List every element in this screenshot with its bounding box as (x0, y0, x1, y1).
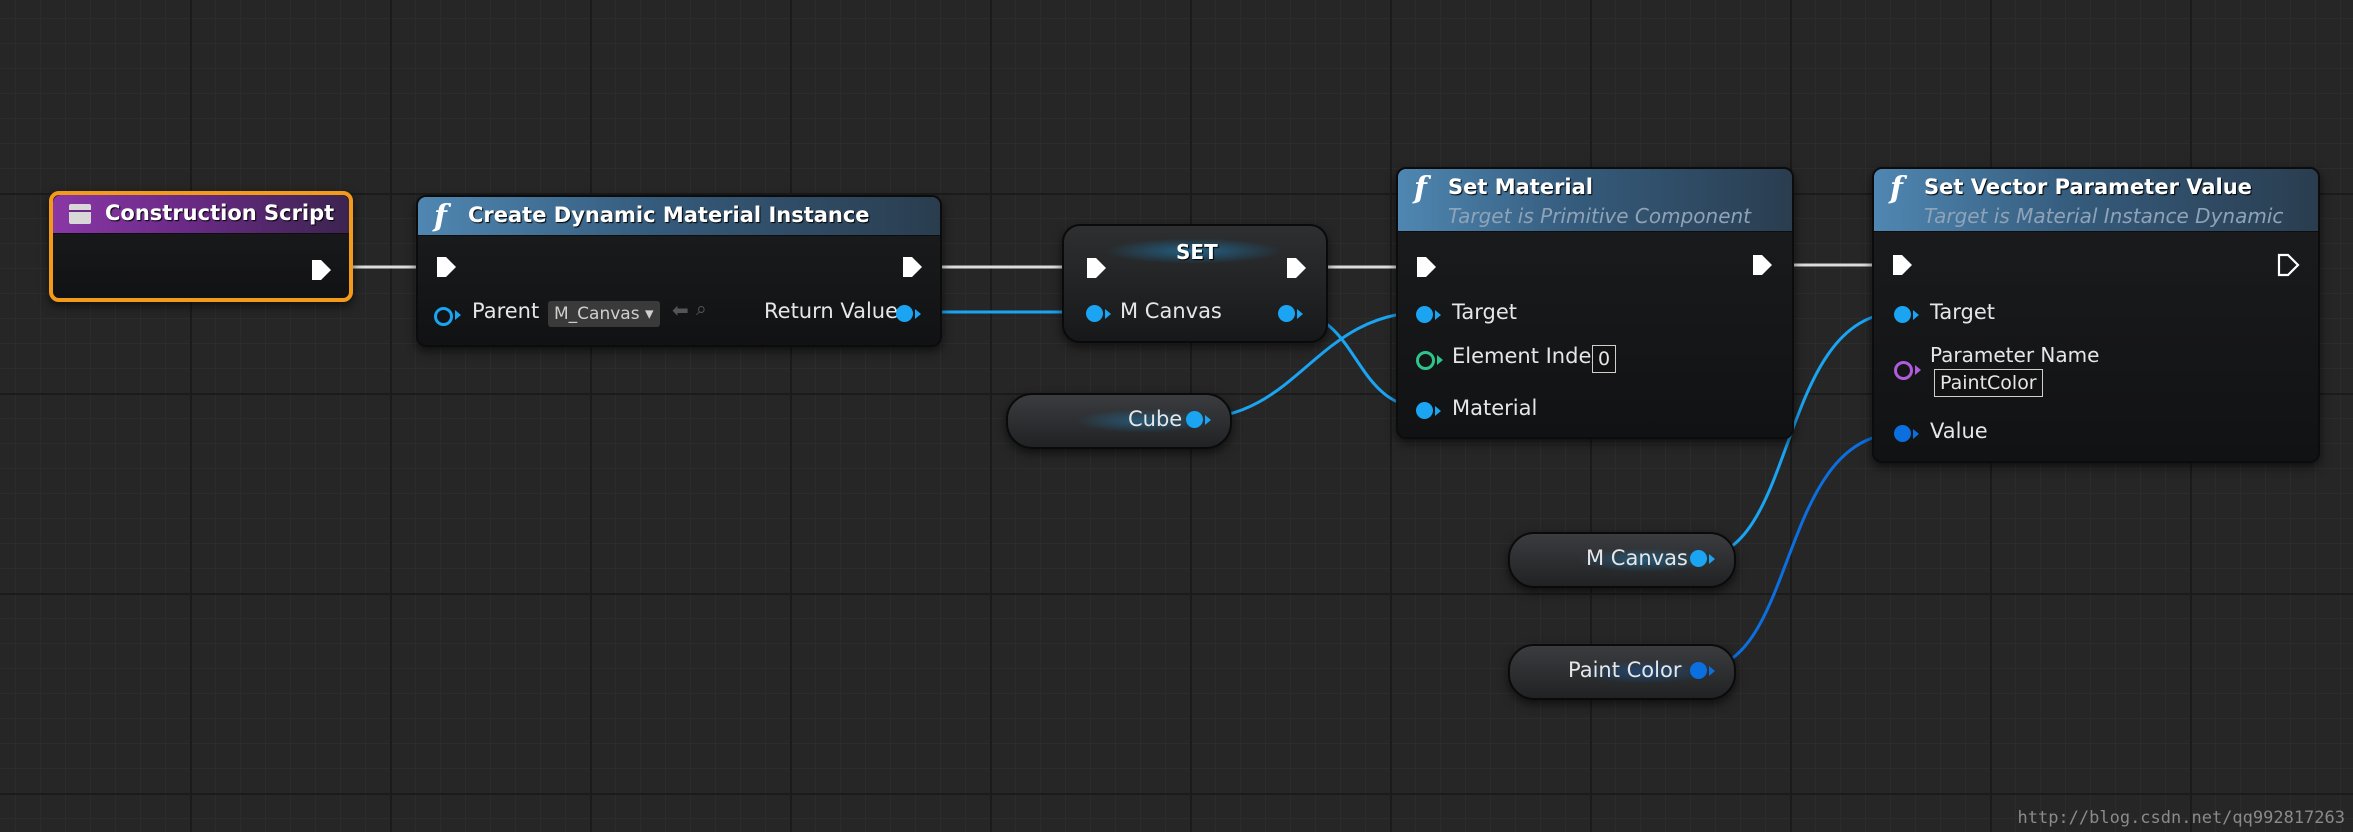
m-canvas-input-pin[interactable] (1086, 305, 1103, 322)
node-header: f Set Material Target is Primitive Compo… (1398, 169, 1792, 232)
node-set-vector-parameter-value[interactable]: f Set Vector Parameter Value Target is M… (1872, 167, 2320, 463)
parent-asset-dropdown[interactable]: M_Canvas ▾ (548, 301, 660, 327)
chevron-down-icon: ▾ (644, 304, 654, 324)
node-title: Create Dynamic Material Instance (468, 203, 870, 227)
exec-out-pin[interactable] (1284, 256, 1308, 280)
pin-arrow-icon (1205, 415, 1211, 425)
exec-in-pin[interactable] (1414, 255, 1438, 279)
pin-arrow-icon (455, 310, 461, 320)
pin-arrow-icon (1437, 355, 1443, 365)
node-subtitle: Target is Primitive Component (1448, 204, 1752, 228)
target-pin[interactable] (1416, 306, 1433, 323)
element-index-label: Element Index (1452, 344, 1604, 368)
node-title: Construction Script (105, 201, 335, 225)
paint-color-getter-label: Paint Color (1568, 658, 1682, 682)
cube-output-pin[interactable] (1186, 411, 1203, 428)
m-canvas-output-pin[interactable] (1278, 305, 1295, 322)
watermark-text: http://blog.csdn.net/qq992817263 (2017, 808, 2345, 828)
element-index-pin[interactable] (1416, 351, 1435, 370)
node-construction-script[interactable]: Construction Script (49, 191, 353, 302)
cube-label: Cube (1128, 407, 1183, 431)
getter-glow (1577, 548, 1712, 572)
getter-glow (1577, 660, 1712, 684)
set-node-header-glow (1104, 238, 1284, 264)
pin-arrow-icon (1105, 309, 1111, 319)
return-value-pin[interactable] (896, 305, 913, 322)
function-icon: f (434, 199, 447, 234)
return-value-label: Return Value (764, 299, 899, 323)
parent-label: Parent (472, 299, 540, 323)
pin-arrow-icon (1297, 309, 1303, 319)
target-label: Target (1930, 300, 1995, 324)
pin-arrow-icon (1913, 429, 1919, 439)
exec-in-pin[interactable] (434, 255, 458, 279)
node-subtitle: Target is Material Instance Dynamic (1924, 204, 2284, 228)
value-pin[interactable] (1894, 425, 1911, 442)
pin-arrow-icon (1913, 310, 1919, 320)
value-label: Value (1930, 419, 1988, 443)
exec-out-pin-unconnected[interactable] (2276, 253, 2300, 277)
construction-script-icon (69, 204, 91, 224)
target-pin[interactable] (1894, 306, 1911, 323)
m-canvas-label: M Canvas (1120, 299, 1222, 323)
m-canvas-getter-output-pin[interactable] (1690, 550, 1707, 567)
pin-arrow-icon (1709, 666, 1715, 676)
node-header: Construction Script (53, 195, 349, 234)
material-label: Material (1452, 396, 1538, 420)
pin-arrow-icon (1709, 554, 1715, 564)
node-create-dynamic-material-instance[interactable]: f Create Dynamic Material Instance Paren… (416, 195, 942, 347)
node-set-material[interactable]: f Set Material Target is Primitive Compo… (1396, 167, 1794, 439)
exec-out-pin[interactable] (309, 258, 333, 282)
exec-in-pin[interactable] (1084, 256, 1108, 280)
node-header: f Create Dynamic Material Instance (418, 197, 940, 236)
parent-asset-value: M_Canvas (554, 304, 640, 324)
variable-getter-cube[interactable]: Cube (1006, 393, 1232, 449)
exec-out-pin[interactable] (900, 255, 924, 279)
pin-arrow-icon (1435, 406, 1441, 416)
pin-arrow-icon (1435, 310, 1441, 320)
pin-arrow-icon (1915, 365, 1921, 375)
node-title: Set Vector Parameter Value (1924, 175, 2252, 199)
function-icon: f (1414, 171, 1427, 206)
element-index-input[interactable]: 0 (1592, 345, 1617, 373)
parameter-name-input[interactable]: PaintColor (1934, 369, 2043, 397)
parent-pin[interactable] (434, 307, 453, 326)
use-selected-arrow-icon[interactable]: ⬅ (672, 298, 689, 322)
browse-search-icon[interactable]: ⌕ (696, 298, 707, 320)
node-set-m-canvas[interactable]: SET M Canvas (1062, 224, 1328, 343)
variable-getter-m-canvas[interactable]: M Canvas (1508, 532, 1736, 588)
getter-glow (1074, 409, 1208, 433)
pin-arrow-icon (915, 309, 921, 319)
node-title: Set Material (1448, 175, 1593, 199)
function-icon: f (1890, 171, 1903, 206)
target-label: Target (1452, 300, 1517, 324)
node-title: SET (1176, 240, 1218, 264)
parameter-name-label: Parameter Name (1930, 343, 2100, 367)
m-canvas-getter-label: M Canvas (1586, 546, 1688, 570)
exec-in-pin[interactable] (1890, 253, 1914, 277)
variable-getter-paint-color[interactable]: Paint Color (1508, 644, 1736, 700)
exec-out-pin[interactable] (1750, 253, 1774, 277)
parameter-name-pin[interactable] (1894, 361, 1913, 380)
node-header: f Set Vector Parameter Value Target is M… (1874, 169, 2318, 232)
paint-color-getter-output-pin[interactable] (1690, 662, 1707, 679)
material-pin[interactable] (1416, 402, 1433, 419)
